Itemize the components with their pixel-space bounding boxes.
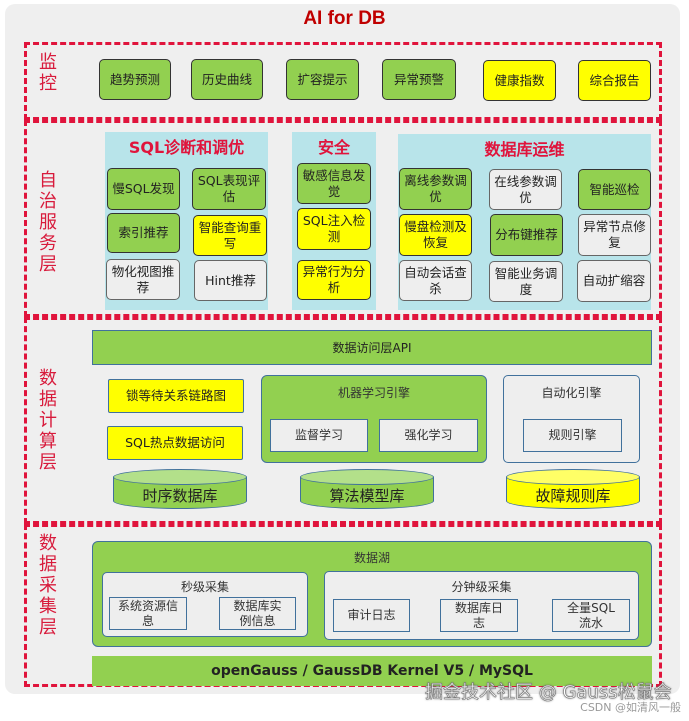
sql-item: 慢SQL发现: [107, 168, 180, 210]
automation-engine-item: 规则引擎: [523, 419, 622, 452]
monitor-item: 健康指数: [483, 60, 556, 101]
collect-item: 系统资源信息: [109, 597, 187, 630]
store-fault-rules: 故障规则库: [506, 469, 640, 509]
compute-item: SQL热点数据访问: [107, 426, 243, 460]
data-access-api-bar: 数据访问层API: [92, 330, 652, 365]
panel-title: 数据库运维: [484, 140, 565, 159]
security-item: 敏感信息发觉: [297, 163, 371, 204]
data-lake-title: 数据湖: [353, 551, 390, 565]
ops-item: 自动扩缩容: [577, 260, 651, 302]
ops-item: 智能巡检: [578, 169, 651, 210]
layer-monitor: [24, 42, 662, 120]
monitor-item: 趋势预测: [99, 59, 171, 100]
collect-item: 审计日志: [333, 599, 410, 632]
sql-item: 物化视图推荐: [106, 259, 180, 300]
diagram-title: AI for DB: [303, 8, 386, 29]
compute-item: 锁等待关系链路图: [108, 379, 244, 413]
layer-autonomous: [24, 120, 662, 317]
minute-level-title: 分钟级采集: [451, 580, 512, 594]
layer-label-autonomous: 自治服务层: [39, 170, 57, 275]
security-item: 异常行为分析: [297, 260, 371, 300]
sql-item: SQL表现评估: [192, 168, 266, 210]
ops-item: 智能业务调度: [489, 261, 563, 302]
layer-label-monitor: 监控: [39, 52, 57, 94]
sql-item: 智能查询重写: [193, 215, 267, 256]
cylinder-top: [300, 469, 434, 485]
layer-label-collect: 数据采集层: [39, 533, 57, 638]
ops-item: 离线参数调优: [399, 168, 472, 210]
ml-engine-title: 机器学习引擎: [337, 386, 410, 400]
ops-item: 自动会话查杀: [399, 260, 472, 301]
monitor-item: 综合报告: [578, 60, 651, 101]
layer-label-compute: 数据计算层: [39, 368, 57, 473]
panel-title: 安全: [317, 138, 350, 157]
second-level-title: 秒级采集: [180, 580, 229, 594]
ml-engine-item: 监督学习: [270, 419, 368, 452]
ops-item: 在线参数调优: [489, 169, 562, 210]
collect-item: 全量SQL流水: [552, 599, 630, 632]
collect-item: 数据库实例信息: [219, 597, 296, 630]
cylinder-top: [113, 469, 247, 485]
collect-item: 数据库日志: [440, 599, 518, 632]
kernel-bar: openGauss / GaussDB Kernel V5 / MySQL: [92, 656, 652, 686]
watermark-small: CSDN @如清风一般: [580, 701, 681, 714]
store-timeseries-db: 时序数据库: [113, 469, 247, 509]
security-item: SQL注入检测: [297, 208, 371, 250]
layer-compute: [24, 317, 662, 524]
ml-engine-item: 强化学习: [379, 419, 478, 452]
panel-title: SQL诊断和调优: [128, 138, 245, 157]
ops-item: 慢盘检测及恢复: [399, 214, 472, 256]
sql-item: 索引推荐: [107, 213, 180, 253]
store-algorithm-model: 算法模型库: [300, 469, 434, 509]
monitor-item: 历史曲线: [191, 59, 263, 100]
automation-engine-title: 自动化引擎: [541, 386, 602, 400]
cylinder-top: [506, 469, 640, 485]
sql-item: Hint推荐: [194, 260, 267, 301]
watermark: 掘金技术社区 @ Gauss松鼠会: [425, 682, 672, 704]
monitor-item: 异常预警: [382, 59, 456, 100]
ops-item: 异常节点修复: [578, 214, 651, 256]
monitor-item: 扩容提示: [286, 59, 359, 100]
ops-item: 分布键推荐: [490, 214, 563, 256]
